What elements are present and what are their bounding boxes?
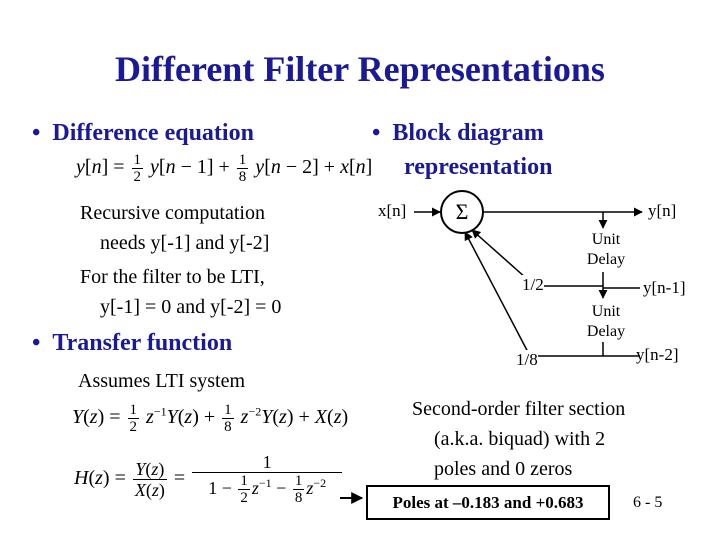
bullet-dot: • [32,330,41,356]
recursive-line-4: y[-1] = 0 and y[-2] = 0 [100,296,282,318]
sigma-symbol: Σ [455,199,469,224]
bullet-label: Difference equation [52,120,254,146]
unit-delay-2: Unit Delay [576,302,636,342]
delay1-line1: Unit [591,231,621,248]
caption-line-1: Second-order filter section [412,398,626,420]
input-label: x[n] [378,201,407,220]
y-n-1-label: y[n-1] [643,278,686,297]
delay2-line2: Delay [586,323,626,340]
recursive-line-1: Recursive computation [80,202,265,224]
poles-box: Poles at –0.183 and +0.683 [366,485,610,520]
recursive-line-2: needs y[-1] and y[-2] [100,232,270,254]
bullet-block-diagram-line2: representation [404,154,553,180]
unit-delay-1: Unit Delay [576,230,636,270]
bullet-difference-equation: • Difference equation [32,120,254,147]
bullet-label: Transfer function [52,330,233,356]
slide-number: 6 - 5 [633,494,663,511]
caption-line-2: (a.k.a. biquad) with 2 [434,428,606,450]
gain-half-label: 1/2 [522,275,544,295]
bullet-dot: • [372,120,381,146]
y-n-2-label: y[n-2] [636,345,679,364]
page-title: Different Filter Representations [115,49,605,89]
delay2-line1: Unit [591,303,621,320]
gain-eighth-label: 1/8 [516,350,538,370]
recursive-line-3: For the filter to be LTI, [80,266,265,288]
caption-line-3: poles and 0 zeros [434,458,573,480]
assumes-lti: Assumes LTI system [78,370,246,392]
bullet-block-diagram: • Block diagram [372,120,544,147]
gain2-arrow [464,231,531,357]
bullet-dot: • [32,120,41,146]
output-label: y[n] [648,201,677,220]
delay1-line2: Delay [586,251,626,268]
bullet-transfer-function: • Transfer function [32,330,232,357]
summation-node: Σ [440,190,484,234]
bullet-label: Block diagram [392,120,544,146]
